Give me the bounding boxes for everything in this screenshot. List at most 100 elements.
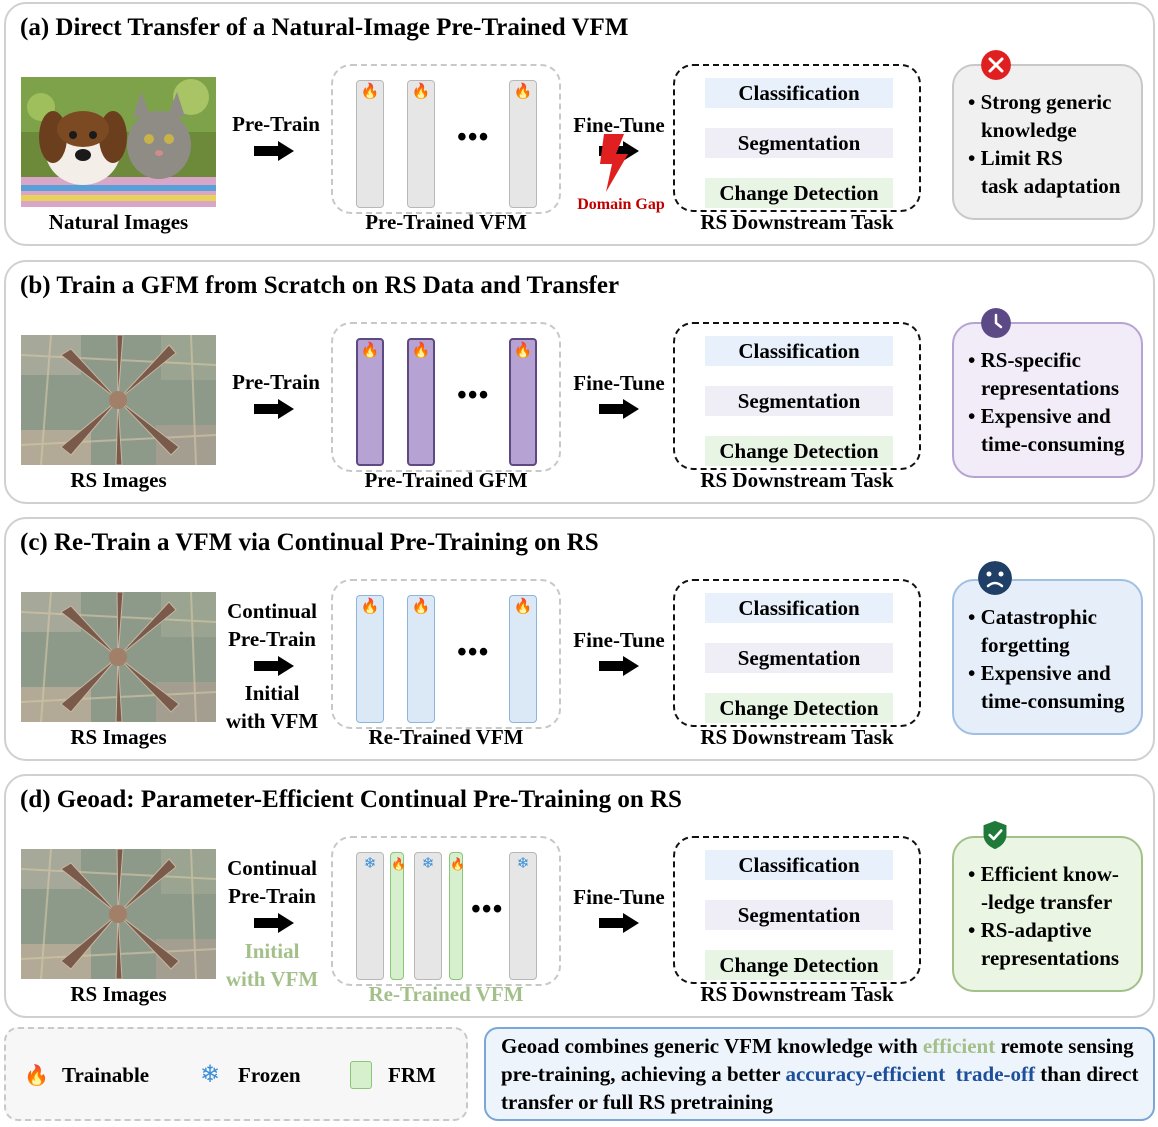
note-line: knowledge (981, 118, 1077, 142)
panel-b: (b) Train a GFM from Scratch on RS Data … (4, 260, 1155, 504)
task-change-detection: Change Detection (705, 178, 893, 208)
arrow-right-icon (254, 656, 294, 676)
snowflake-icon: ❄ (363, 856, 377, 872)
pretrained-gfm-box: 🔥 🔥 ••• 🔥 (331, 322, 561, 472)
rs-image (21, 849, 216, 979)
note-box: • Efficient know- -ledge transfer • RS-a… (952, 836, 1143, 992)
snowflake-icon: ❄ (516, 856, 530, 872)
ellipsis: ••• (457, 637, 490, 668)
retrained-vfm-box: 🔥 🔥 ••• 🔥 (331, 579, 561, 729)
task-change-detection: Change Detection (705, 950, 893, 980)
finetune-label: Fine-Tune (573, 885, 665, 909)
arrow-right-icon (599, 913, 639, 933)
ellipsis: ••• (457, 380, 490, 411)
note-line: • Expensive and (968, 661, 1111, 685)
note-line: time-consuming (981, 689, 1125, 713)
note-line: -ledge transfer (981, 890, 1113, 914)
cross-icon (981, 50, 1011, 80)
rs-image (21, 592, 216, 722)
fire-icon: 🔥 (513, 84, 533, 100)
note-line: • Efficient know- (968, 862, 1119, 886)
geoad-vfm-box: ❄ 🔥 ❄ 🔥 ••• ❄ (331, 836, 561, 986)
fire-icon: 🔥 (450, 857, 465, 871)
fire-icon: 🔥 (513, 599, 533, 615)
trainable-layer: 🔥 (356, 80, 384, 208)
init-label: with VFM (225, 967, 319, 991)
snowflake-icon: ❄ (200, 1062, 221, 1088)
summary-text: than direct transfer or full RS pretrain… (501, 1062, 1139, 1114)
note-line: • RS-adaptive (968, 918, 1092, 942)
fire-icon: 🔥 (360, 599, 380, 615)
note-box: • RS-specific representations • Expensiv… (952, 322, 1143, 478)
arrow-right-icon (254, 913, 294, 933)
legend-frm: FRM (388, 1063, 436, 1087)
lightning-icon (600, 134, 628, 192)
model-label: Re-Trained VFM (368, 725, 524, 749)
model-label: Pre-Trained GFM (364, 468, 528, 492)
task-change-detection: Change Detection (705, 693, 893, 723)
trainable-layer: 🔥 (407, 595, 435, 723)
panel-title: (b) Train a GFM from Scratch on RS Data … (20, 272, 620, 299)
finetune-label: Fine-Tune (573, 371, 665, 395)
task-label: RS Downstream Task (700, 982, 894, 1006)
trainable-layer: 🔥 (509, 338, 537, 466)
task-classification: Classification (705, 850, 893, 880)
task-segmentation: Segmentation (705, 643, 893, 673)
note-line: • Catastrophic (968, 605, 1097, 629)
snowflake-icon: ❄ (421, 856, 435, 872)
pretrain-label: Pre-Train (228, 627, 316, 651)
pretrained-vfm-box: 🔥 🔥 ••• 🔥 (331, 64, 561, 214)
frozen-layer: ❄ (414, 852, 442, 980)
fire-icon: 🔥 (360, 84, 380, 100)
trainable-layer: 🔥 (509, 80, 537, 208)
ellipsis: ••• (471, 894, 504, 925)
panel-d: (d) Geoad: Parameter-Efficient Continual… (4, 774, 1155, 1018)
summary-highlight: accuracy-efficient trade-off (785, 1062, 1035, 1086)
clock-icon (981, 308, 1011, 338)
task-label: RS Downstream Task (700, 468, 894, 492)
panel-a: (a) Direct Transfer of a Natural-Image P… (4, 2, 1155, 246)
init-label: Initial (244, 681, 300, 705)
shield-check-icon (983, 820, 1007, 850)
task-change-detection: Change Detection (705, 436, 893, 466)
frm-layer: 🔥 (449, 852, 465, 980)
task-label: RS Downstream Task (700, 210, 894, 234)
fire-icon: 🔥 (391, 857, 406, 871)
downstream-task-box: Classification Segmentation Change Detec… (673, 322, 921, 470)
note-line: • Strong generic (968, 90, 1112, 114)
trainable-layer: 🔥 (356, 595, 384, 723)
task-segmentation: Segmentation (705, 386, 893, 416)
sad-face-icon (978, 561, 1012, 595)
note-line: representations (981, 946, 1120, 970)
downstream-task-box: Classification Segmentation Change Detec… (673, 836, 921, 984)
note-line: • Expensive and (968, 404, 1111, 428)
arrow-right-icon (599, 656, 639, 676)
fire-icon: 🔥 (513, 343, 533, 359)
image-label: RS Images (70, 982, 167, 1006)
init-label: Initial (244, 939, 300, 963)
panel-title: (d) Geoad: Parameter-Efficient Continual… (20, 786, 682, 813)
note-line: task adaptation (981, 174, 1121, 198)
frm-layer: 🔥 (390, 852, 406, 980)
downstream-task-box: Classification Segmentation Change Detec… (673, 64, 921, 212)
pretrain-label: Continual (227, 599, 317, 623)
fire-icon: 🔥 (411, 599, 431, 615)
pretrain-label: Pre-Train (232, 370, 320, 394)
arrow-right-icon (254, 141, 294, 161)
note-line: representations (981, 376, 1120, 400)
natural-image (21, 77, 216, 207)
fire-icon: 🔥 (411, 343, 431, 359)
task-classification: Classification (705, 78, 893, 108)
legend-frozen: Frozen (238, 1063, 301, 1087)
fire-icon: 🔥 (411, 84, 431, 100)
trainable-layer: 🔥 (356, 338, 384, 466)
fire-icon: 🔥 (360, 343, 380, 359)
arrow-right-icon (599, 399, 639, 419)
pretrain-label: Pre-Train (228, 884, 316, 908)
finetune-label: Fine-Tune (573, 113, 665, 137)
summary-text: Geoad combines generic VFM knowledge wit… (501, 1034, 923, 1058)
note-line: time-consuming (981, 432, 1125, 456)
trainable-layer: 🔥 (407, 80, 435, 208)
legend-trainable: Trainable (62, 1063, 150, 1087)
task-label: RS Downstream Task (700, 725, 894, 749)
